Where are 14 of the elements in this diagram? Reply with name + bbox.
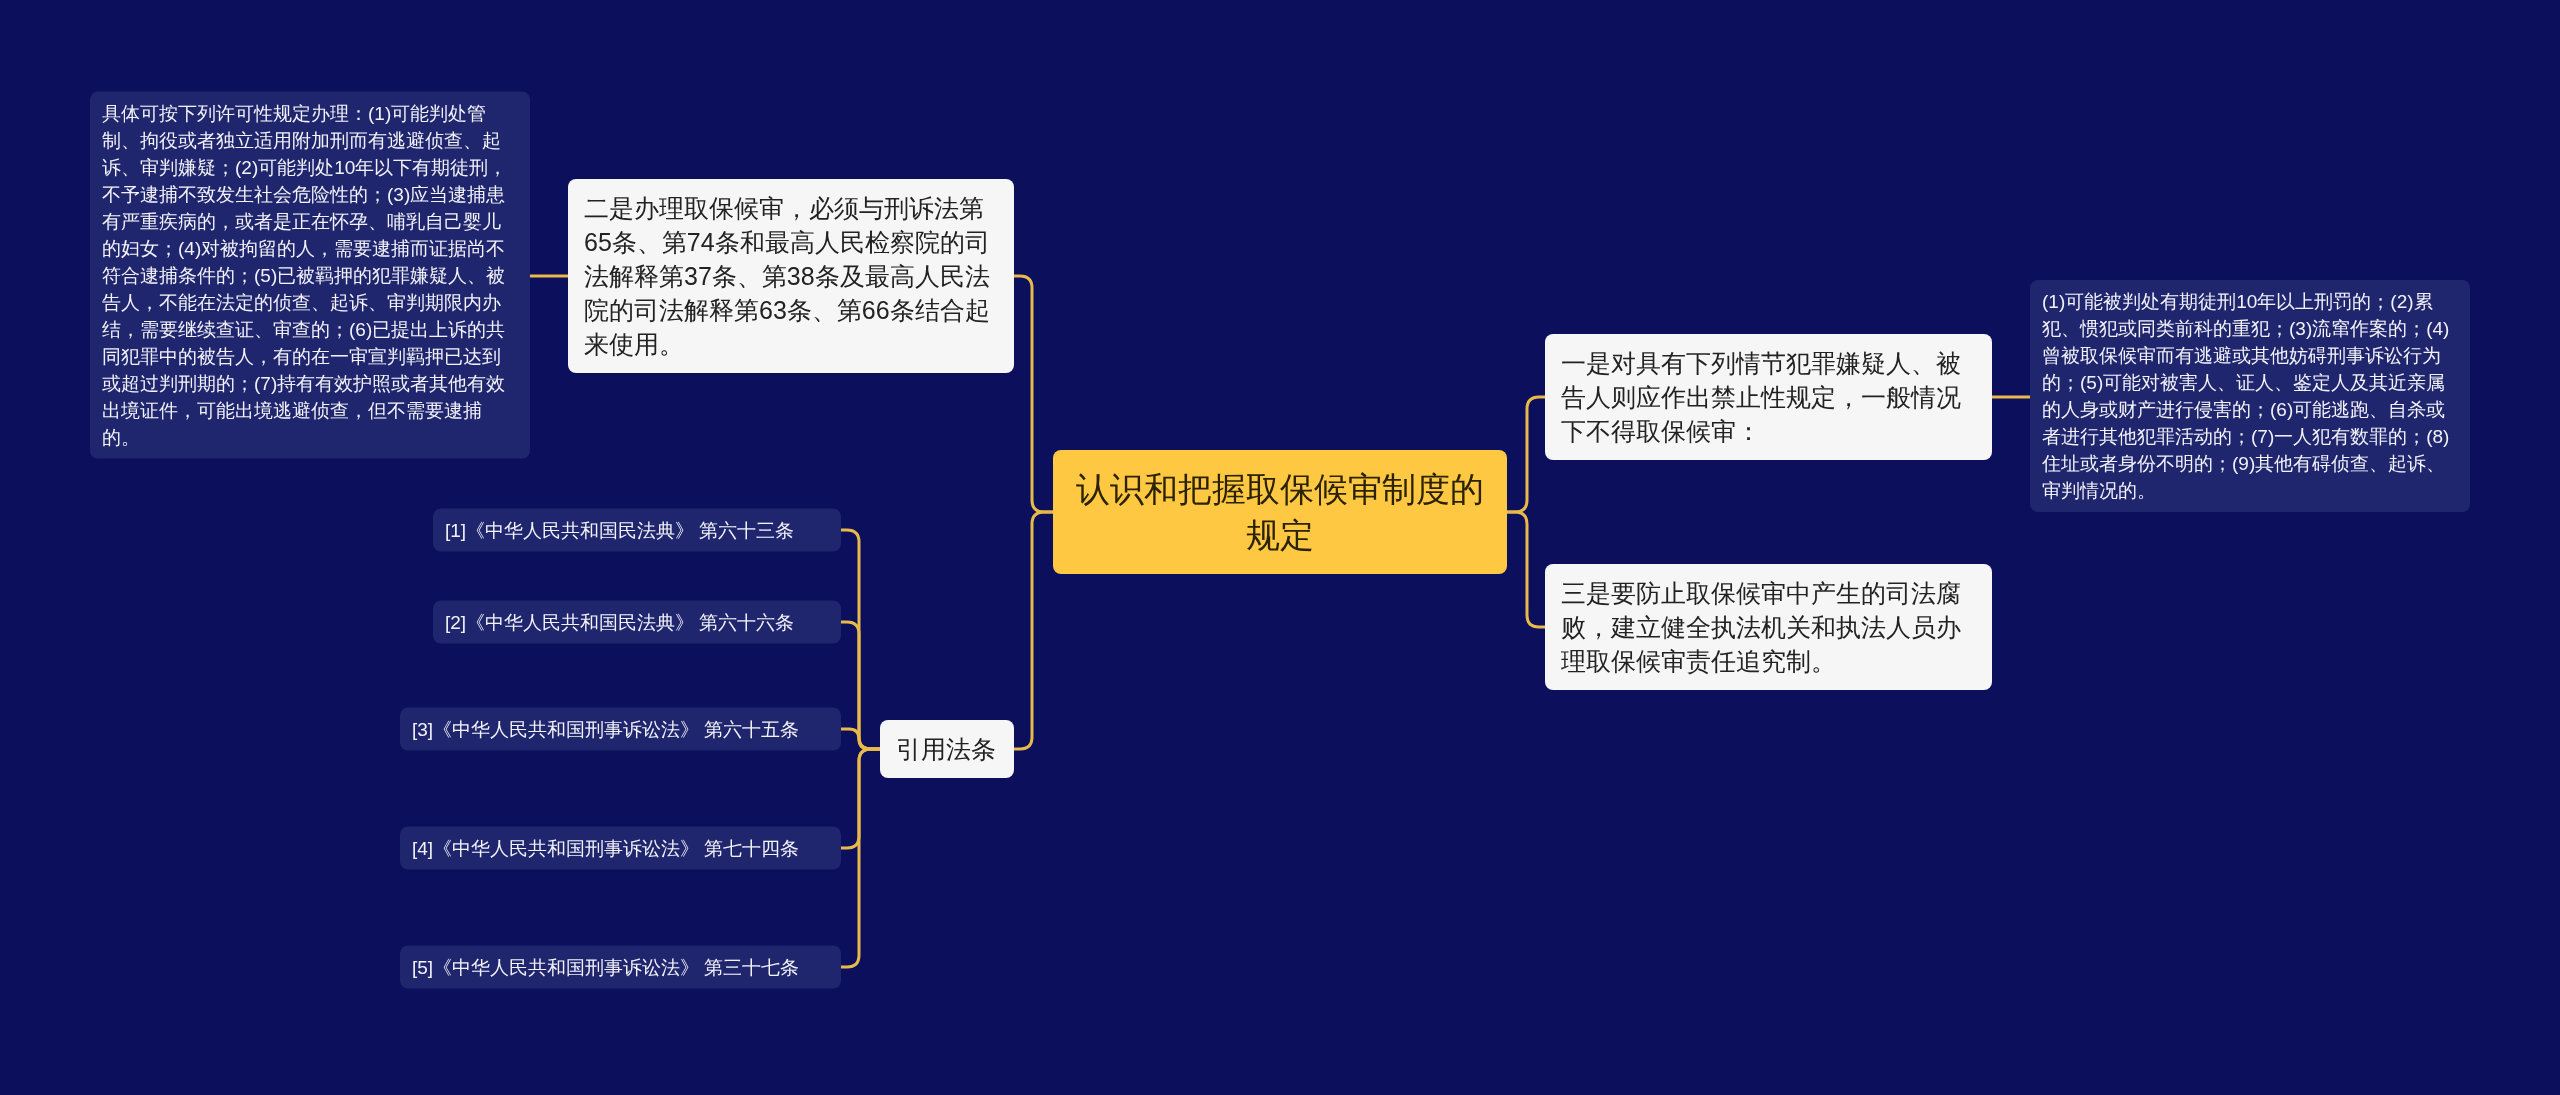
connector [1992, 395, 2030, 399]
leaf-box: [3]《中华人民共和国刑事诉讼法》 第六十五条 [400, 707, 841, 751]
connector [530, 274, 568, 278]
topic-box: 认识和把握取保候审制度的规定 [1053, 450, 1507, 574]
branch-box: 三是要防止取保候审中产生的司法腐败，建立健全执法机关和执法人员办理取保候审责任追究制。 [1545, 564, 1992, 690]
leaf-box: [4]《中华人民共和国刑事诉讼法》 第七十四条 [400, 826, 841, 870]
leaf-box: 具体可按下列许可性规定办理：(1)可能判处管制、拘役或者独立适用附加刑而有逃避侦查、起诉、审判嫌疑；(2)可能判处10年以下有期徒刑，不予逮捕不致发生社会危险性的；(3)应当逮捕患有严重疾病的，或者是正在怀孕、哺乳自己婴儿的妇女；(4)对被拘留的人，需要逮捕而证据尚不符合逮捕条件的；(5)已被羁押的犯罪嫌疑人、被告人，不能在法定的侦查、起诉、审判期限内办结，需要继续查证、审查的；(6)已提出上诉的共同犯罪中的被告人，有的在一审宣判羁押已达到或超过判刑期的；(7)持有有效护照或者其他有效出境证件，可能出境逃避侦查，但不需要逮捕的。 [90, 91, 530, 459]
branch-box: 一是对具有下列情节犯罪嫌疑人、被告人则应作出禁止性规定，一般情况下不得取保候审： [1545, 334, 1992, 460]
leaf-box: [2]《中华人民共和国民法典》 第六十六条 [433, 600, 841, 644]
leaf-box: (1)可能被判处有期徒刑10年以上刑罚的；(2)累犯、惯犯或同类前科的重犯；(3)流窜作案的；(4)曾被取保候审而有逃避或其他妨碍刑事诉讼行为的；(5)可能对被害人、证人、鉴定人及其近亲属的人身或财产进行侵害的；(6)可能逃跑、自杀或者进行其他犯罪活动的；(7)一人犯有数罪的；(8)住址或者身份不明的；(9)其他有碍侦查、起诉、审判情况的。 [2030, 280, 2470, 512]
leaf-box: [5]《中华人民共和国刑事诉讼法》 第三十七条 [400, 945, 841, 989]
branch-box: 引用法条 [880, 720, 1014, 778]
leaf-box: [1]《中华人民共和国民法典》 第六十三条 [433, 508, 841, 552]
branch-box: 二是办理取保候审，必须与刑诉法第65条、第74条和最高人民检察院的司法解释第37条、第38条及最高人民法院的司法解释第63条、第66条结合起来使用。 [568, 179, 1014, 373]
